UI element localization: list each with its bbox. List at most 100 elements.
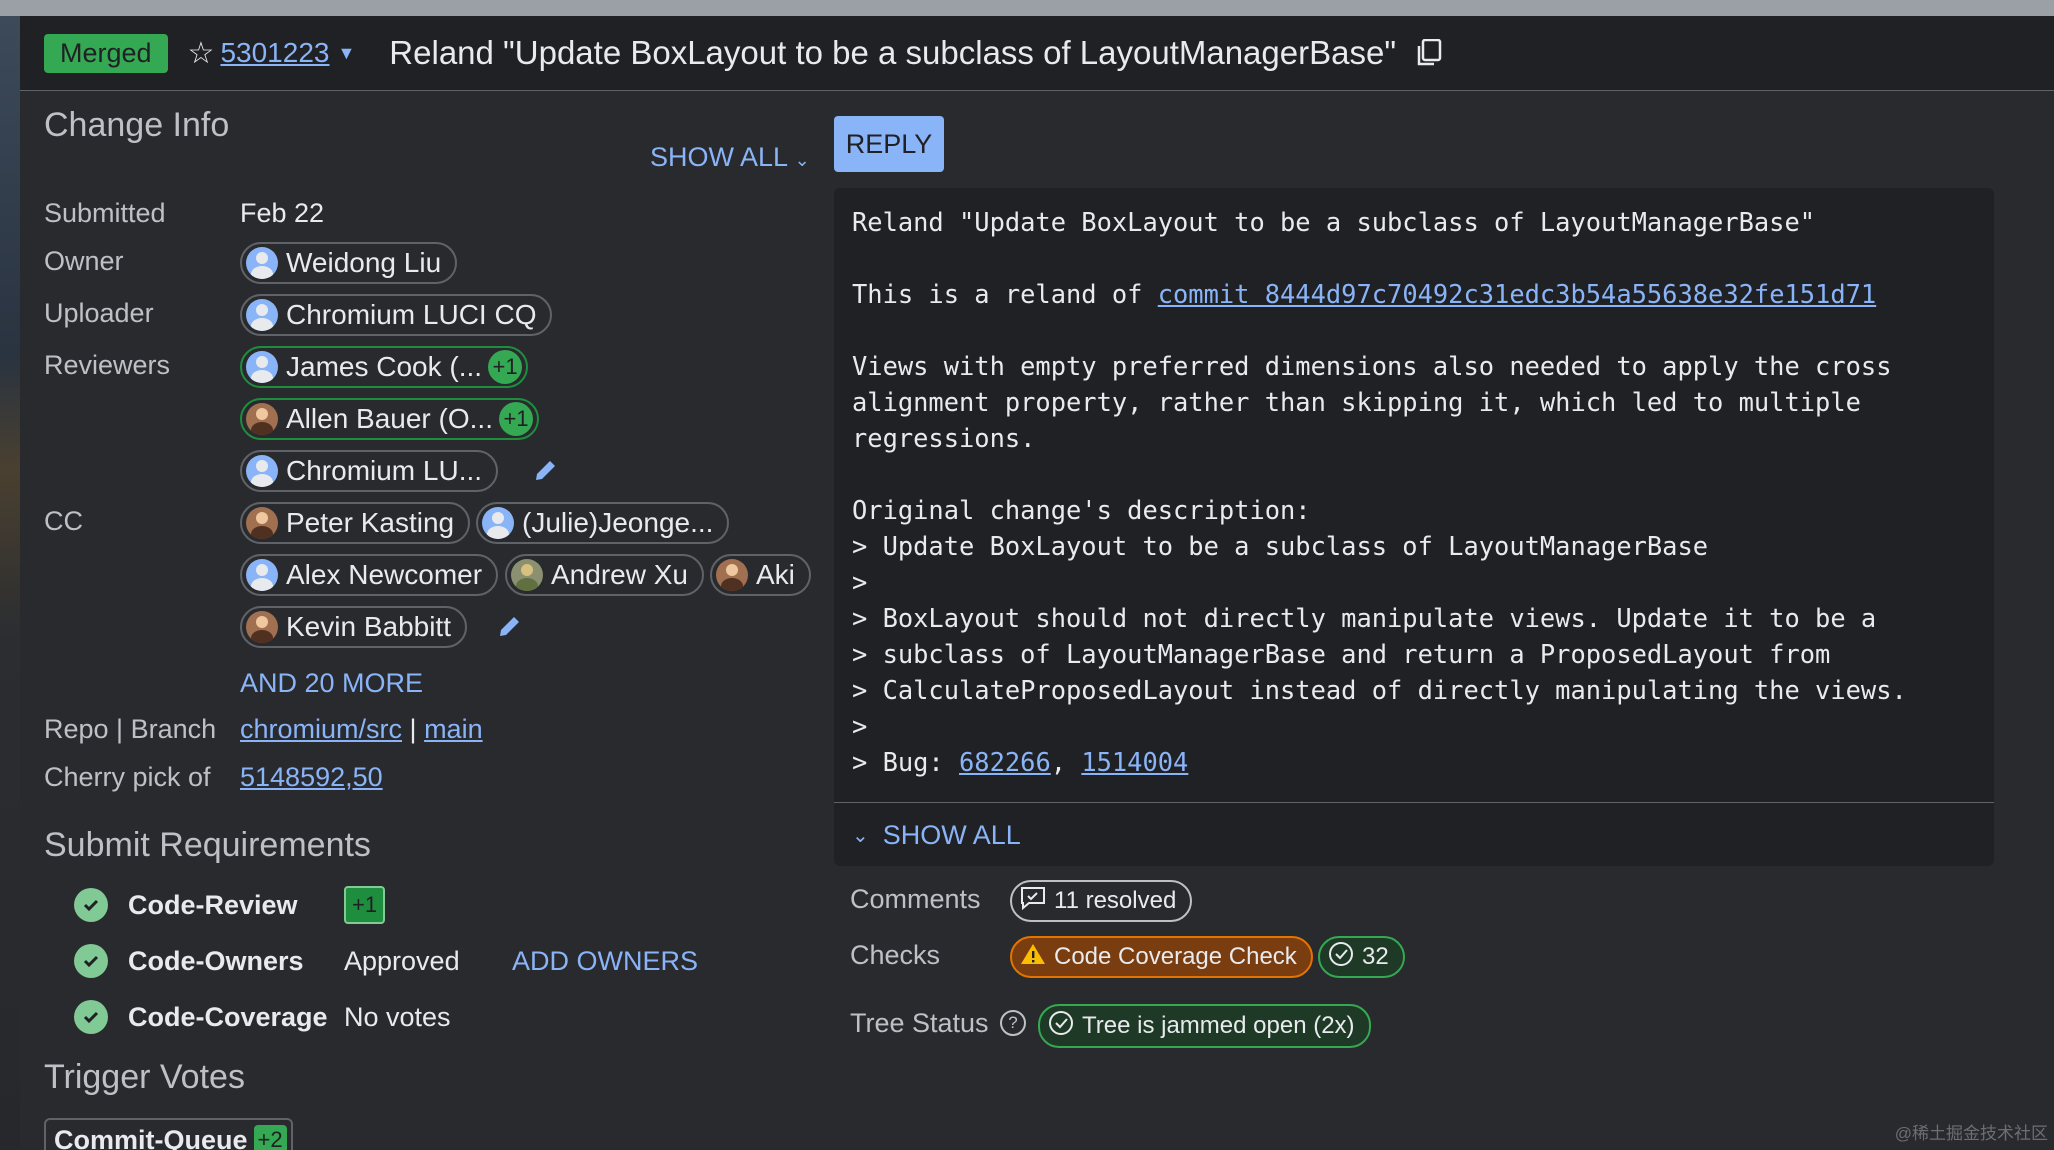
check-circle-icon [1048,1010,1074,1043]
cc-chip[interactable]: (Julie)Jeonge... [476,502,730,544]
avatar [246,247,278,279]
cc-chip[interactable]: Aki [710,554,811,596]
commit-message-line: Views with empty preferred dimensions al… [852,351,1892,381]
commit-message-line: regressions. [852,423,1036,453]
avatar [246,507,278,539]
desktop-edge [0,16,20,1150]
cherry-pick-value[interactable]: 5148592,50 [240,762,383,792]
uploader-chip[interactable]: Chromium LUCI CQ [240,294,553,336]
submit-requirements-title: Submit Requirements [44,826,371,864]
owner-label: Owner [44,246,124,276]
show-all-label: SHOW ALL [650,142,788,172]
check-circle-icon [74,888,108,922]
reply-button[interactable]: REPLY [834,116,944,172]
merged-status-badge: Merged [44,33,168,73]
commit-link[interactable]: commit 8444d97c70492c31edc3b54a55638e32f… [1157,279,1877,309]
warning-icon [1020,942,1046,973]
avatar [482,507,514,539]
repo-link[interactable]: chromium/src [240,714,403,744]
cc-chip[interactable]: Kevin Babbitt [240,606,467,648]
tree-status-value: Tree is jammed open (2x) [1082,1012,1355,1039]
gerrit-change-page: Merged ☆ 5301223 ▼ Reland "Update BoxLay… [20,16,2054,1150]
cherry-pick-link[interactable]: 5148592,50 [240,762,383,793]
commit-message-line: > subclass of LayoutManagerBase and retu… [852,639,1831,669]
check-success-chip[interactable]: 32 [1318,936,1405,978]
vote-badge: +1 [488,350,523,384]
cc-name: Alex Newcomer [286,559,483,590]
commit-message-line [852,312,1982,348]
cc-name: (Julie)Jeonge... [522,507,714,538]
check-circle-icon [74,944,108,978]
commit-message-text: Reland "Update BoxLayout to be a subclas… [852,204,1982,790]
commit-message-line [852,240,1982,276]
cc-chip[interactable]: Alex Newcomer [240,554,499,596]
tree-status-chip[interactable]: Tree is jammed open (2x) [1038,1004,1371,1048]
commit-message-line: This is a reland of commit 8444d97c70492… [852,279,1877,309]
chevron-down-icon[interactable]: ▼ [337,42,356,63]
comments-value: 11 resolved [1054,887,1177,914]
avatar [246,455,278,487]
add-owners-button[interactable]: ADD OWNERS [512,945,699,976]
cc-chip[interactable]: Andrew Xu [505,554,704,596]
cc-chip[interactable]: Peter Kasting [240,502,471,544]
owner-name: Weidong Liu [286,247,442,278]
edit-reviewers-pencil-icon[interactable] [532,456,560,484]
star-icon[interactable]: ☆ [187,36,215,70]
owner-chip[interactable]: Weidong Liu [240,242,458,284]
commit-queue-chip[interactable]: Commit-Queue +2 [44,1118,293,1150]
check-warning-chip[interactable]: Code Coverage Check [1010,936,1313,978]
chevron-down-icon: ⌄ [794,150,810,170]
divider [834,802,1994,803]
requirement-code-coverage: Code-Coverage No votes [74,1000,451,1034]
change-title: Reland "Update BoxLayout to be a subclas… [389,34,1397,71]
reviewer-chip[interactable]: Chromium LU... [240,450,499,492]
repo-branch-value: chromium/src | main [240,714,483,745]
commit-message-line: Original change's description: [852,495,1311,525]
vote-badge: +2 [253,1125,287,1150]
comments-label: Comments [850,884,981,914]
trigger-label: Commit-Queue [54,1124,248,1150]
commit-message-line: > CalculateProposedLayout instead of dir… [852,675,1907,705]
cherry-pick-label: Cherry pick of [44,762,211,792]
cc-name: Aki [756,559,795,590]
change-info-title: Change Info [44,106,230,144]
commit-message-line [852,456,1982,492]
requirement-name: Code-Review [128,889,298,920]
cc-label: CC [44,506,83,536]
commit-message-line: > Bug: 682266, 1514004 [852,747,1189,777]
chevron-down-icon: ⌄ [852,825,869,847]
and-more-link[interactable]: AND 20 MORE [240,668,424,698]
check-warning-label: Code Coverage Check [1054,943,1297,970]
avatar [246,299,278,331]
reviewer-name: James Cook (... [286,351,483,382]
commit-message-line: > Update BoxLayout to be a subclass of L… [852,531,1709,561]
avatar [246,403,278,435]
reviewers-label: Reviewers [44,350,171,380]
help-icon[interactable]: ? [1000,1010,1026,1036]
reviewer-chip[interactable]: James Cook (... +1 [240,346,529,388]
avatar [246,611,278,643]
tree-status-label: Tree Status [850,1008,989,1038]
avatar [511,559,543,591]
uploader-label: Uploader [44,298,154,328]
change-number-link[interactable]: 5301223 [220,37,330,68]
comment-icon [1020,886,1046,917]
commit-link[interactable]: 682266 [959,747,1051,777]
commit-message-line: alignment property, rather than skipping… [852,387,1861,417]
show-all-label: SHOW ALL [882,820,1021,850]
reviewer-chip[interactable]: Allen Bauer (O... +1 [240,398,539,440]
edit-cc-pencil-icon[interactable] [496,612,524,640]
branch-link[interactable]: main [424,714,483,744]
checks-label: Checks [850,940,941,970]
avatar [716,559,748,591]
show-all-message-button[interactable]: ⌄ SHOW ALL [852,820,1021,851]
reviewer-name: Allen Bauer (O... [286,403,493,434]
check-success-count: 32 [1362,943,1389,970]
requirement-name: Code-Owners [128,945,304,976]
commit-link[interactable]: 1514004 [1081,747,1189,777]
comments-chip[interactable]: 11 resolved [1010,880,1193,922]
change-header: Merged ☆ 5301223 ▼ Reland "Update BoxLay… [20,16,2054,91]
submitted-label: Submitted [44,198,166,228]
show-all-info-button[interactable]: SHOW ALL ⌄ [650,142,810,173]
copy-icon[interactable] [1416,38,1442,67]
